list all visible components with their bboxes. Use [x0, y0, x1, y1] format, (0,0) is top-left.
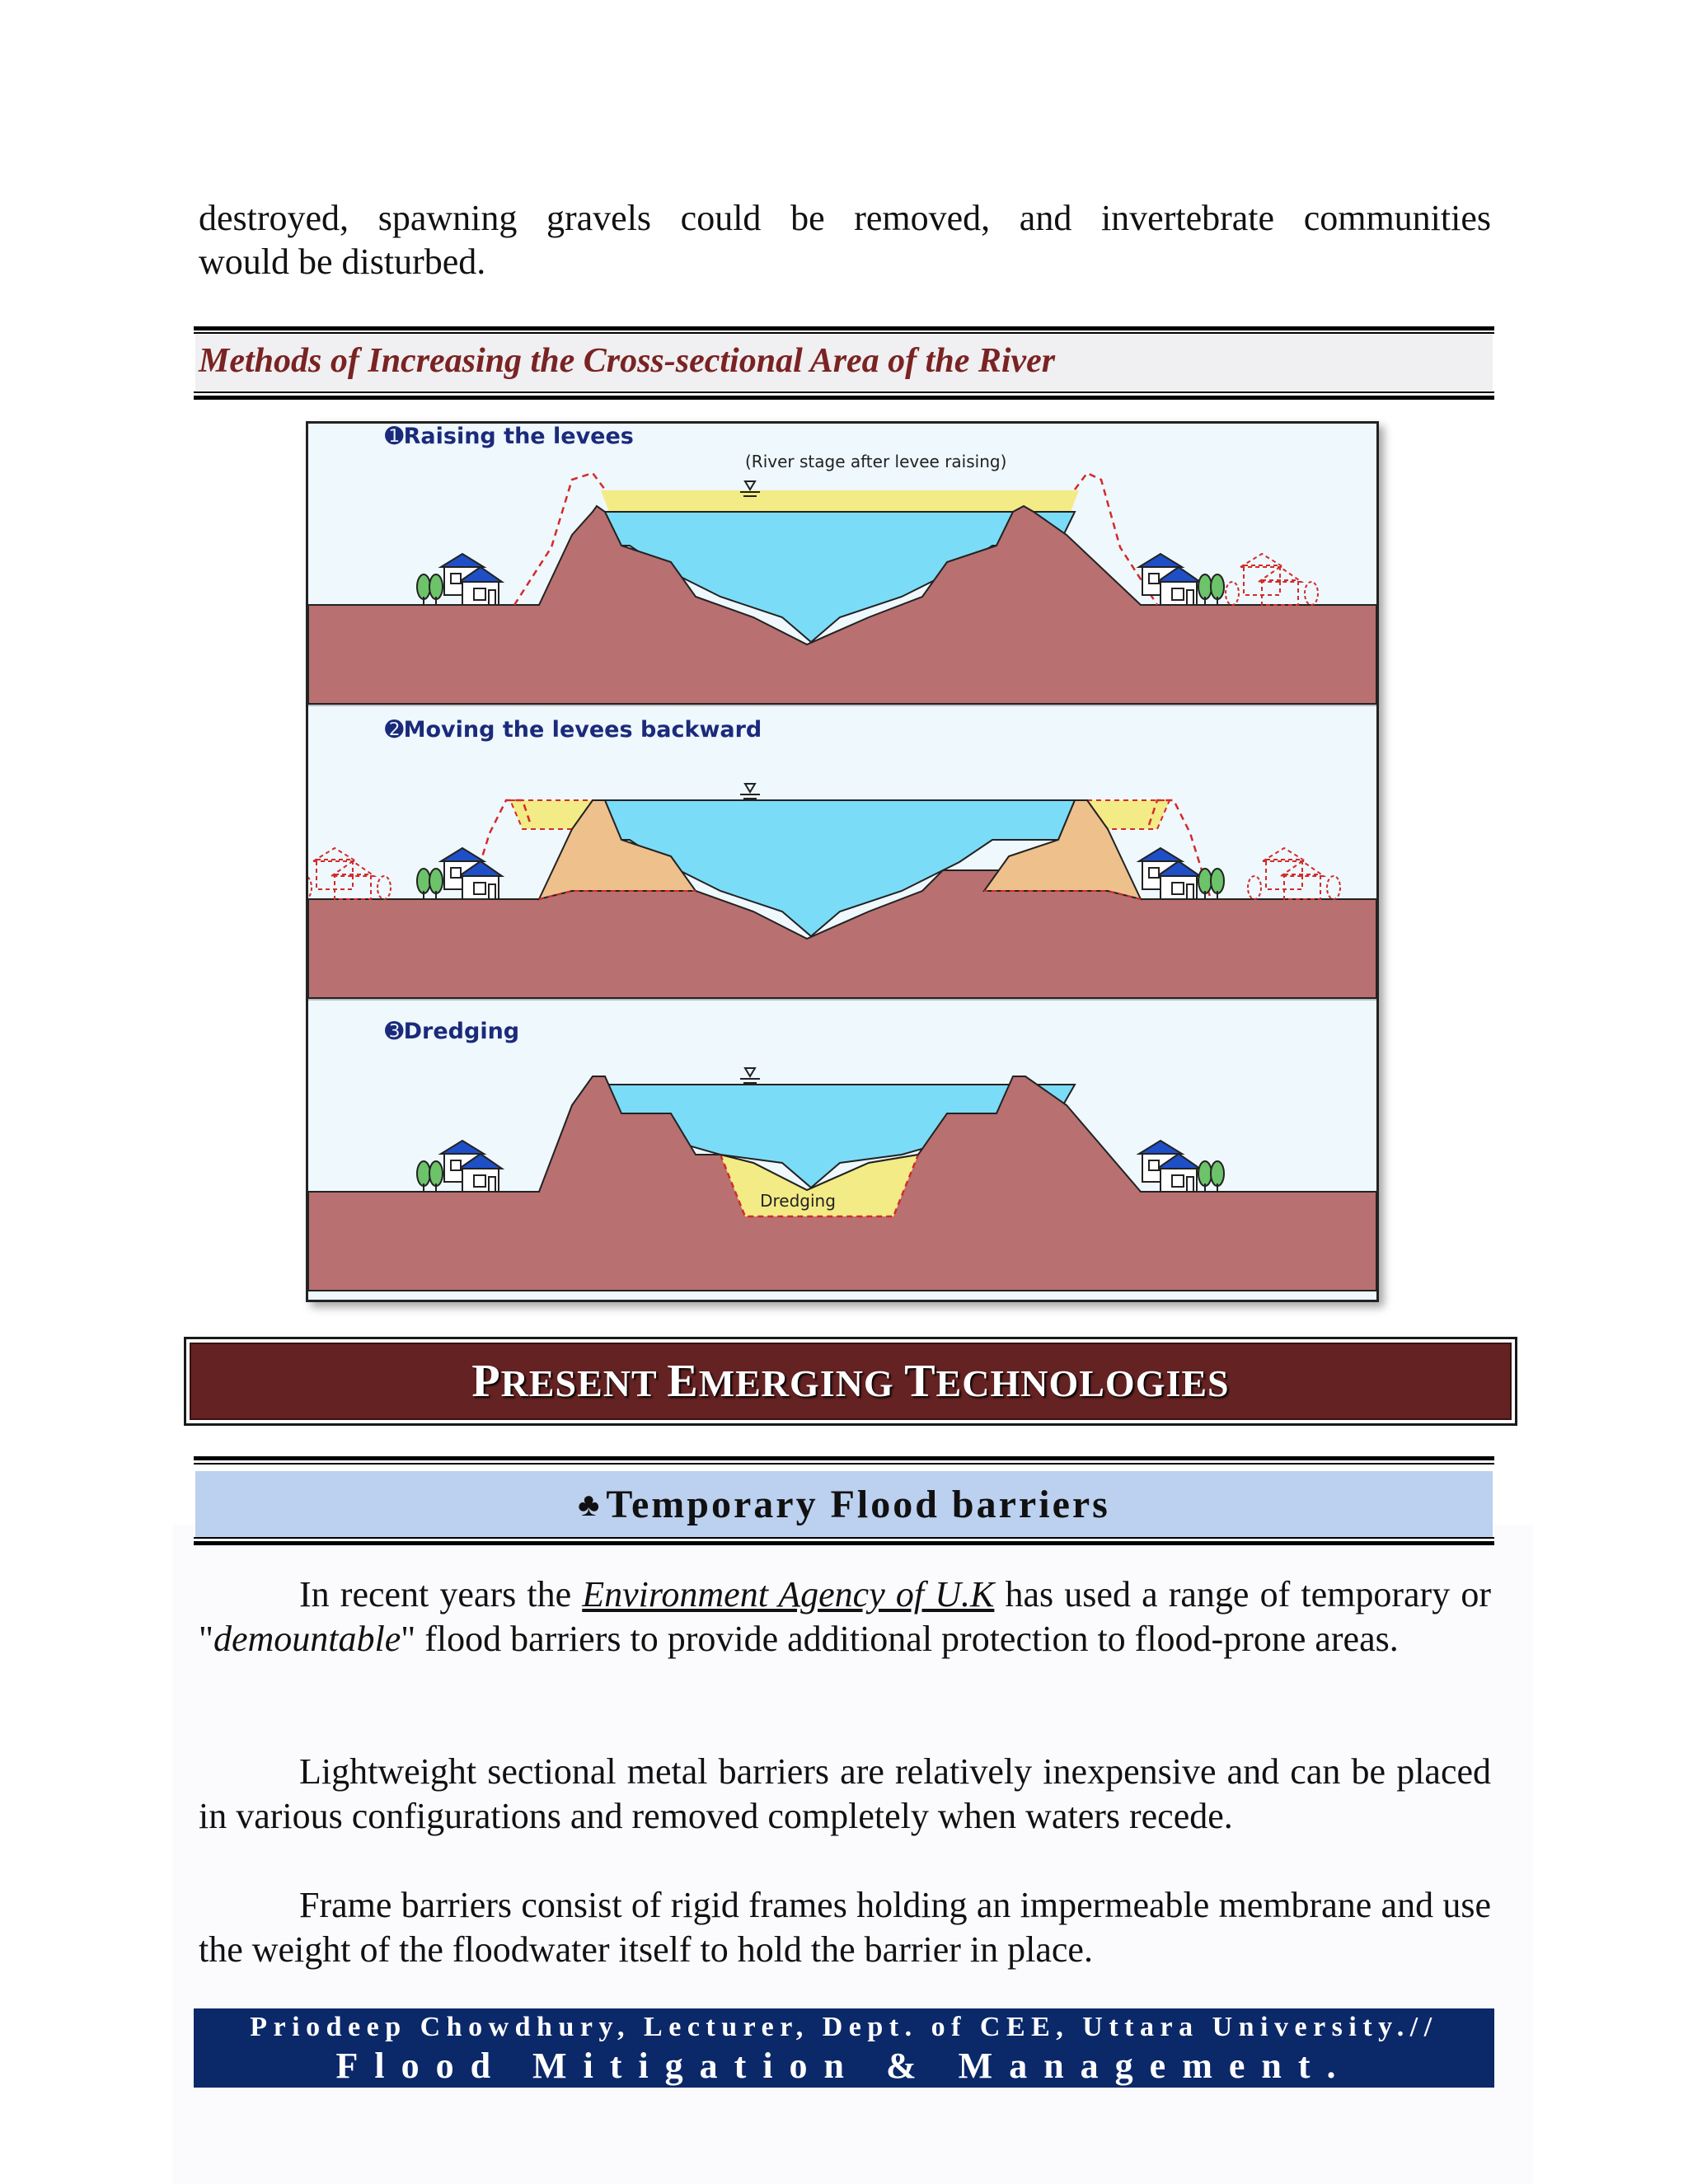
divider-bottom-thin [194, 391, 1494, 393]
tree-icon [416, 868, 443, 900]
page-footer: Priodeep Chowdhury, Lecturer, Dept. of C… [194, 2008, 1494, 2088]
new-levee-outline-left [467, 799, 532, 900]
dredged-zone-outline [719, 1154, 920, 1218]
levee-methods-figure: ➊Raising the levees (River stage after l… [306, 421, 1379, 1302]
house-icon [1138, 1140, 1201, 1193]
club-suit-icon: ♣ [578, 1485, 600, 1523]
tree-icon [1198, 574, 1225, 606]
panel-raising-levees: ➊Raising the levees (River stage after l… [308, 424, 1376, 705]
divider-top-thin [194, 1463, 1494, 1465]
chapter-banner: PRESENT EMERGING TECHNOLOGIES [184, 1337, 1517, 1426]
raised-levee-outline-left [513, 471, 606, 606]
house-icon [440, 1140, 503, 1193]
panel-moving-levees: ➋Moving the levees backward [308, 717, 1376, 999]
panel-3-title: ➌Dredging [385, 1019, 519, 1044]
subsection-heading-bar: ♣ Temporary Flood barriers [195, 1471, 1493, 1537]
relocated-house-outline-icon [1225, 553, 1319, 606]
dredged-zone [720, 1155, 918, 1216]
tree-icon [1198, 1160, 1225, 1193]
tree-icon [416, 574, 443, 606]
relocated-house-outline-icon [308, 847, 392, 900]
panel-dredging: ➌Dredging Dredging [308, 1019, 1376, 1291]
panel-2-title: ➋Moving the levees backward [385, 717, 762, 743]
divider-top-thick [194, 1456, 1494, 1460]
section-heading-bar: Methods of Increasing the Cross-sectiona… [195, 335, 1493, 391]
house-icon [440, 847, 503, 900]
environment-agency-link[interactable]: Environment Agency of U.K [582, 1574, 995, 1615]
dredging-label: Dredging [760, 1191, 836, 1211]
house-icon [440, 553, 503, 606]
chapter-banner-title: PRESENT EMERGING TECHNOLOGIES [471, 1356, 1230, 1407]
subsection-heading: Temporary Flood barriers [606, 1482, 1110, 1526]
paragraph-2: Lightweight sectional metal barriers are… [199, 1751, 1491, 1836]
footer-course-title: Flood Mitigation & Management. [335, 2046, 1353, 2086]
water-level-symbol [740, 480, 760, 497]
panel-1-title: ➊Raising the levees [385, 424, 634, 449]
paragraph-3: Frame barriers consist of rigid frames h… [199, 1885, 1491, 1970]
divider-top-thin [194, 332, 1494, 334]
relocated-house-outline-icon [1247, 847, 1341, 900]
new-levee-outline-right [1147, 799, 1212, 900]
divider-bottom-thick [194, 396, 1494, 400]
tree-icon [416, 1160, 443, 1193]
tree-icon [1198, 868, 1225, 900]
water-level-symbol [740, 1067, 760, 1084]
intro-line-2: would be disturbed. [199, 241, 486, 282]
raised-levee-outline-right [1074, 471, 1159, 606]
footer-author-line: Priodeep Chowdhury, Lecturer, Dept. of C… [250, 2012, 1438, 2042]
panel-1-note: (River stage after levee raising) [745, 452, 1006, 471]
house-icon [1138, 553, 1201, 606]
house-icon [1138, 847, 1201, 900]
divider-bottom-thin [194, 1537, 1494, 1539]
divider-top-thick [194, 326, 1494, 330]
water-level-symbol [740, 783, 760, 799]
paragraph-1: In recent years the Environment Agency o… [199, 1574, 1491, 1659]
section-heading: Methods of Increasing the Cross-sectiona… [199, 342, 1056, 380]
divider-bottom-thick [194, 1541, 1494, 1545]
raised-water-band [601, 490, 1079, 512]
intro-line-1: destroyed, spawning gravels could be rem… [199, 198, 1491, 238]
river-water [603, 799, 1076, 938]
